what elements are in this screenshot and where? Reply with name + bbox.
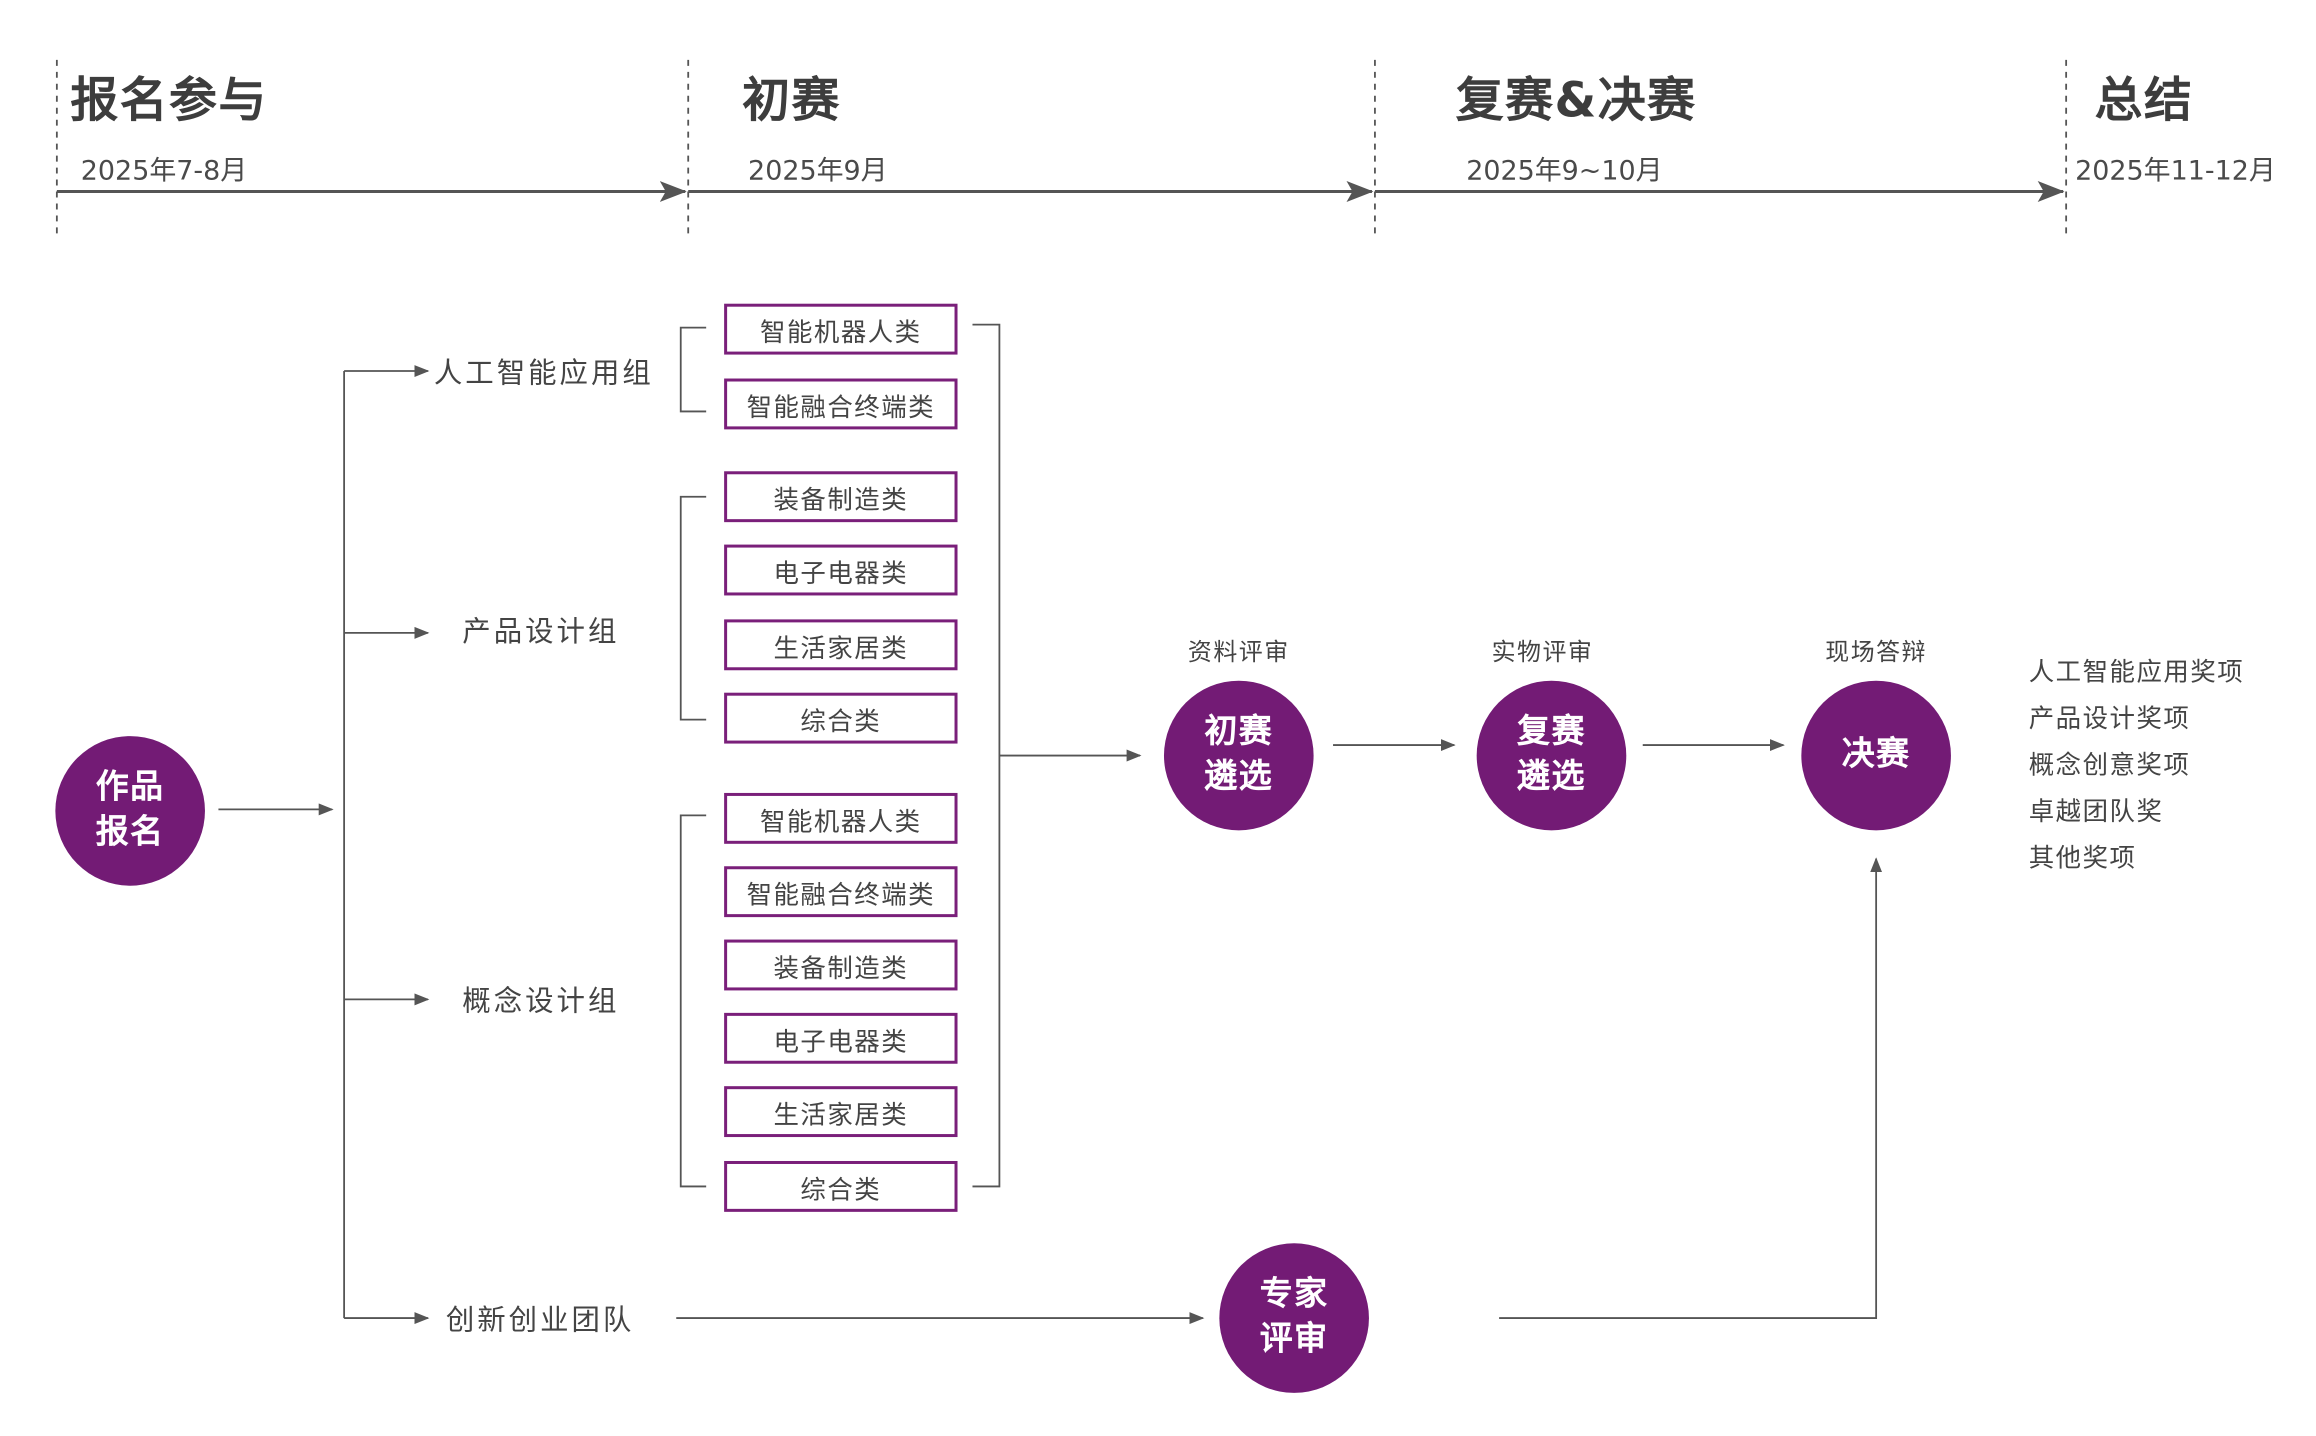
expert-circle-line1: 专家 [1259,1276,1329,1314]
category-box: 智能融合终端类 [724,866,958,918]
category-box: 智能融合终端类 [724,378,958,430]
phase-title-preliminary: 初赛 [742,71,841,129]
category-box: 电子电器类 [724,544,958,596]
group-label-concept: 概念设计组 [462,985,620,1019]
registration-circle-line1: 作品 [95,769,165,807]
category-box: 综合类 [724,692,958,744]
phase-title-registration: 报名参与 [70,71,268,129]
category-box: 装备制造类 [724,471,958,523]
semi-circle: 复赛 遴选 [1476,680,1627,831]
category-box: 智能机器人类 [724,792,958,844]
phase-title-summary: 总结 [2094,71,2194,129]
group-label-team: 创新创业团队 [445,1303,635,1337]
final-circle-line1: 决赛 [1841,736,1911,774]
semi-circle-line2: 遴选 [1517,758,1586,796]
stage-caption-prelim: 资料评审 [1187,637,1290,666]
award-item: 产品设计奖项 [2028,704,2191,735]
expert-review-circle: 专家 评审 [1219,1243,1369,1393]
registration-circle-line2: 报名 [95,813,165,852]
category-box: 装备制造类 [724,939,958,991]
category-box: 智能机器人类 [724,303,958,355]
phase-date-summary: 2025年11-12月 [2075,155,2276,188]
award-item: 卓越团队奖 [2028,797,2164,828]
award-item: 人工智能应用奖项 [2028,658,2245,689]
phase-date-semifinal-final: 2025年9~10月 [1466,155,1663,188]
category-box: 综合类 [724,1160,958,1212]
final-circle: 决赛 [1801,680,1951,831]
prelim-circle-line2: 遴选 [1204,758,1274,796]
award-item: 概念创意奖项 [2028,751,2191,781]
group-label-ai: 人工智能应用组 [433,356,654,390]
expert-circle-line2: 评审 [1259,1321,1329,1359]
timeline-separators [55,59,2068,240]
registration-circle: 作品 报名 [55,736,205,886]
phase-title-semifinal-final: 复赛&决赛 [1455,71,1697,129]
award-item: 其他奖项 [2028,843,2137,874]
semi-circle-line1: 复赛 [1517,713,1586,752]
phase-date-preliminary: 2025年9月 [748,155,888,188]
category-box: 生活家居类 [724,1086,958,1138]
prelim-circle: 初赛 遴选 [1163,680,1314,831]
stage-caption-final: 现场答辩 [1825,637,1928,666]
prelim-circle-line1: 初赛 [1204,713,1274,752]
category-box: 生活家居类 [724,619,958,671]
group-label-product: 产品设计组 [462,615,620,649]
category-box: 电子电器类 [724,1012,958,1064]
phase-date-registration: 2025年7-8月 [80,155,248,188]
stage-caption-semi: 实物评审 [1491,637,1594,666]
